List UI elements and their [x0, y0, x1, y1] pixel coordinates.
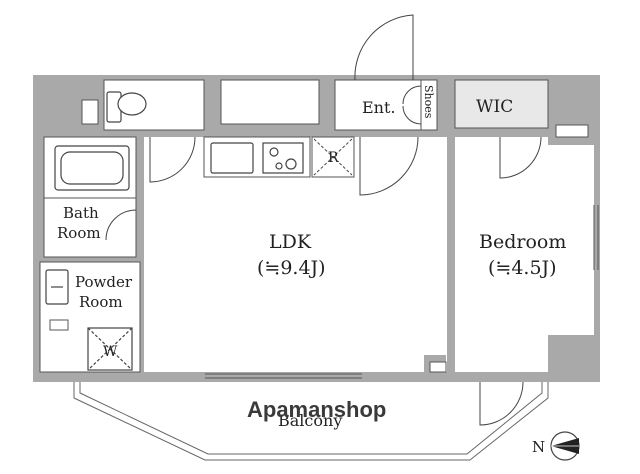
bathtub-icon: [54, 145, 130, 191]
wall-niche-right: [555, 124, 589, 138]
balcony-window: [205, 373, 362, 379]
shoe-door-icon: [402, 85, 422, 125]
fridge-label: R: [328, 150, 339, 166]
balcony-outline: [73, 382, 549, 461]
storage-shelf: [220, 79, 320, 125]
ldk-name-label: LDK: [269, 231, 312, 253]
compass-icon: [550, 431, 580, 461]
shoes-cabinet: [420, 79, 438, 131]
ldk-size-label: (≒9.4J): [257, 257, 326, 279]
wall-niche-left: [81, 99, 99, 125]
wall-niche-bottom-left: [49, 319, 69, 331]
bedroom-name-label: Bedroom: [479, 231, 566, 253]
ldk-door-icon: [359, 136, 419, 196]
entrance-door-icon: [354, 14, 414, 81]
powder-label-line1: Powder: [75, 273, 133, 291]
sink-icon: [45, 269, 69, 305]
wall-niche-bottom-right: [429, 361, 447, 373]
washer-label: W: [103, 344, 118, 360]
entrance-room: [334, 79, 422, 131]
watermark: Apamanshop: [247, 397, 386, 422]
powder-label-line2: Room: [79, 293, 123, 311]
wic-room: [454, 79, 549, 129]
wic-label: WIC: [476, 97, 513, 117]
bedroom-room: [455, 137, 594, 372]
bedroom-size-label: (≒4.5J): [488, 257, 557, 279]
fridge-icon: [313, 138, 353, 176]
bedroom-window: [593, 205, 599, 270]
toilet-icon: [106, 91, 147, 123]
kitchen-sink-icon: [210, 142, 254, 174]
bath-door-icon: [105, 209, 137, 241]
bath-label-line1: Bath: [63, 204, 99, 222]
wic-door-icon: [499, 136, 542, 179]
balcony-label: Balcony: [278, 411, 342, 430]
washer-icon: [87, 327, 133, 371]
stove-icon: [262, 142, 304, 174]
toilet-door-icon: [149, 136, 196, 183]
bath-label-line2: Room: [57, 224, 101, 242]
entrance-label: Ent.: [362, 98, 396, 117]
shoes-label: Shoes: [422, 85, 435, 119]
compass-letter: N: [532, 438, 545, 456]
balcony-door-icon: [479, 381, 524, 426]
